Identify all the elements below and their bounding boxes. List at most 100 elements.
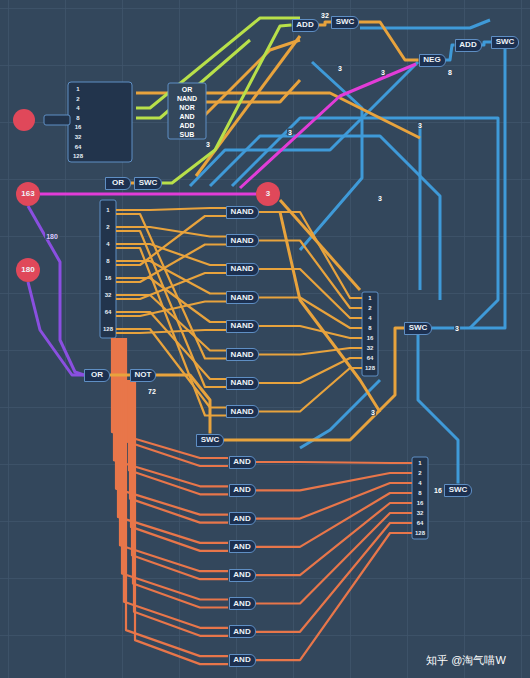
gate-label: NAND bbox=[230, 265, 253, 273]
nand-input-wire bbox=[116, 208, 228, 210]
logic-gate: AND bbox=[229, 625, 256, 638]
operation-name: NOR bbox=[178, 104, 196, 111]
operation-name: AND bbox=[178, 113, 195, 120]
wire-value: 180 bbox=[45, 233, 59, 240]
pin-number: 2 bbox=[367, 305, 372, 311]
logic-gate: OR bbox=[84, 369, 110, 382]
logic-gate: SWC bbox=[491, 36, 519, 49]
logic-gate: NEG bbox=[419, 54, 446, 67]
logic-gate: NAND bbox=[226, 291, 259, 304]
logic-gate: SWC bbox=[134, 177, 162, 190]
gate-label: 180 bbox=[21, 266, 34, 274]
bus-width: 3 bbox=[454, 325, 460, 332]
io-pin-circle: 163 bbox=[16, 182, 40, 206]
gate-label: AND bbox=[233, 458, 250, 466]
gate-label: NAND bbox=[230, 237, 253, 245]
logic-gate: AND bbox=[229, 597, 256, 610]
pin-number: 8 bbox=[417, 490, 422, 496]
pin-number: 32 bbox=[74, 134, 83, 140]
pin-number: 32 bbox=[416, 510, 425, 516]
and-input-wire bbox=[120, 338, 228, 571]
pin-number: 2 bbox=[105, 224, 110, 230]
pin-number: 4 bbox=[367, 315, 372, 321]
and-input-wire bbox=[130, 380, 228, 523]
gate-label: 3 bbox=[266, 190, 270, 198]
and-output-wire bbox=[256, 473, 412, 490]
pin-number: 32 bbox=[104, 292, 113, 298]
nand-input-wire bbox=[116, 231, 228, 387]
gate-label: SWC bbox=[409, 324, 428, 332]
gate-label: OR bbox=[112, 179, 124, 187]
io-pin-circle: 3 bbox=[256, 182, 280, 206]
logic-gate: SWC bbox=[331, 16, 359, 29]
nand-output-wire bbox=[256, 298, 362, 329]
gate-label: NAND bbox=[230, 208, 253, 216]
bus-width: 72 bbox=[147, 388, 157, 395]
pin-number: 1 bbox=[75, 86, 80, 92]
pin-number: 2 bbox=[75, 96, 80, 102]
and-input-wire bbox=[126, 338, 228, 656]
operation-name: ADD bbox=[178, 122, 195, 129]
and-input-wire bbox=[122, 338, 228, 600]
watermark: 知乎 @淘气喵W bbox=[425, 655, 507, 666]
pin-number: 8 bbox=[75, 115, 80, 121]
bus-width: 3 bbox=[380, 69, 386, 76]
operation-name: SUB bbox=[179, 131, 196, 138]
bus-width: 3 bbox=[287, 129, 293, 136]
nand-output-wire bbox=[256, 348, 362, 355]
and-input-wire bbox=[132, 380, 228, 579]
gate-label: NAND bbox=[230, 294, 253, 302]
gate-label: AND bbox=[233, 656, 250, 664]
gate-label: NEG bbox=[423, 56, 440, 64]
bus-width: 3 bbox=[377, 195, 383, 202]
and-input-wire bbox=[131, 380, 228, 551]
bus-width: 3 bbox=[370, 409, 376, 416]
logic-gate: NAND bbox=[226, 377, 259, 390]
and-output-wire bbox=[256, 462, 412, 463]
wire-connector bbox=[224, 328, 404, 440]
wire-connector bbox=[40, 193, 256, 196]
pin-number: 16 bbox=[74, 124, 83, 130]
wire-connector bbox=[28, 282, 84, 375]
bus-width: 8 bbox=[447, 69, 453, 76]
logic-gate: SWC bbox=[196, 434, 224, 447]
gate-label: AND bbox=[233, 600, 250, 608]
bus-width: 3 bbox=[417, 122, 423, 129]
pin-number: 64 bbox=[74, 144, 83, 150]
pin-number: 8 bbox=[367, 325, 372, 331]
nand-output-wire bbox=[256, 212, 362, 298]
gate-label: NOT bbox=[135, 371, 152, 379]
pin-number: 1 bbox=[417, 460, 422, 466]
bus-width: 3 bbox=[337, 65, 343, 72]
pin-number: 128 bbox=[102, 326, 114, 332]
logic-gate: NAND bbox=[226, 234, 259, 247]
gate-label: NAND bbox=[230, 408, 253, 416]
gate-label: OR bbox=[91, 371, 103, 379]
nand-output-wire bbox=[256, 269, 362, 318]
pin-number: 4 bbox=[75, 105, 80, 111]
wire-connector bbox=[432, 49, 505, 329]
logic-gate: AND bbox=[229, 540, 256, 553]
gate-fan-wires bbox=[112, 208, 412, 664]
and-input-wire bbox=[133, 380, 228, 608]
wire-connector bbox=[482, 42, 492, 45]
pin-number: 2 bbox=[417, 470, 422, 476]
logic-gate: NAND bbox=[226, 405, 259, 418]
pin-number: 1 bbox=[105, 207, 110, 213]
wire-connector bbox=[28, 206, 84, 375]
gate-label: NAND bbox=[230, 351, 253, 359]
wire-connector bbox=[319, 22, 332, 25]
logic-gate: NAND bbox=[226, 263, 259, 276]
nand-input-wire bbox=[116, 295, 228, 351]
and-input-wire bbox=[129, 380, 228, 494]
pin-number: 16 bbox=[366, 335, 375, 341]
pin-number: 64 bbox=[104, 309, 113, 315]
pin-number: 128 bbox=[414, 530, 426, 536]
nand-output-wire bbox=[256, 326, 362, 338]
and-output-wire bbox=[256, 523, 412, 632]
wire-connector bbox=[446, 45, 455, 60]
pin-number: 128 bbox=[364, 365, 376, 371]
gate-label: AND bbox=[233, 543, 250, 551]
and-input-wire bbox=[124, 338, 228, 628]
